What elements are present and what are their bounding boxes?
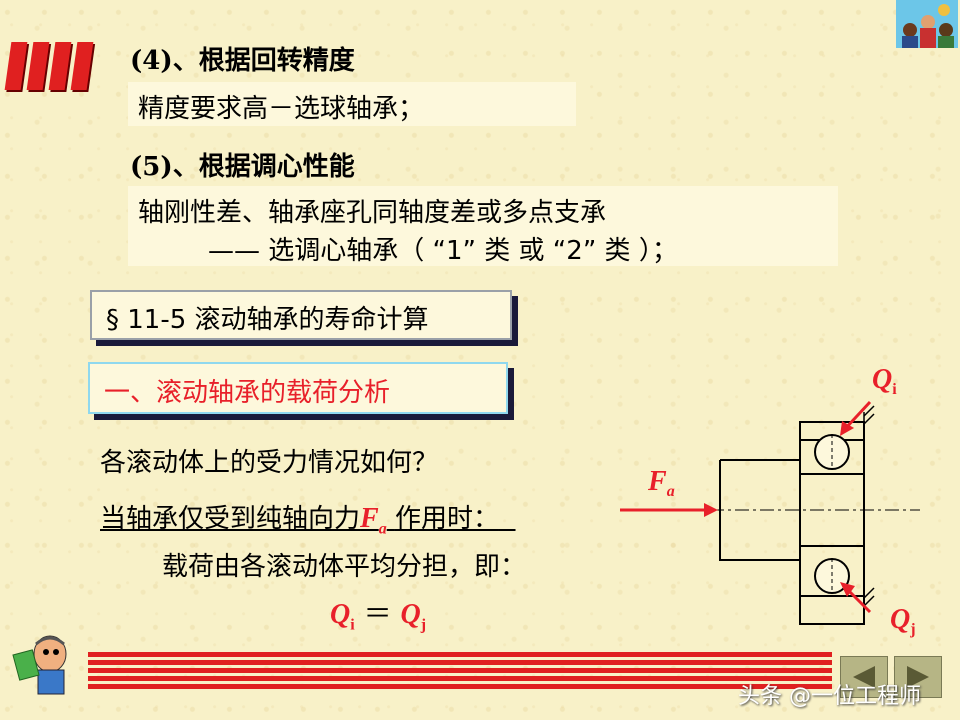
housing-outline (799, 421, 865, 625)
eq-right: Qj (400, 599, 427, 634)
eq-left-sub: i (350, 616, 355, 634)
distribution-text: 载荷由各滚动体平均分担，即： (162, 552, 527, 582)
nav-forward-button[interactable] (894, 656, 942, 698)
question-text: 各滚动体上的受力情况如何？ (100, 448, 439, 478)
heading-4: (4)、根据回转精度 (130, 40, 355, 77)
label-qj: Qj (890, 604, 916, 638)
label-qi: Qi (872, 364, 897, 398)
heading-5-text: (5)、根据调心性能 (130, 152, 355, 182)
eq-sign: ＝ (363, 597, 392, 630)
subsection-title: 一、滚动轴承的载荷分析 (104, 378, 391, 408)
line-5a: 轴刚性差、轴承座孔同轴度差或多点支承 (138, 198, 607, 228)
eq-right-sub: j (420, 616, 427, 634)
bottom-bars (88, 652, 832, 692)
nav-forward-icon (907, 666, 929, 688)
people-group-icon (896, 0, 958, 48)
section-title: § 11-5 滚动轴承的寿命计算 (106, 305, 429, 335)
heading-4-text: (4)、根据回转精度 (130, 46, 355, 76)
force-symbol-text: F (360, 503, 379, 534)
bearing-diagram: Qi Fa Qj (620, 364, 920, 638)
force-symbol: Fa (360, 503, 387, 538)
subsection-title-box: 一、滚动轴承的载荷分析 (88, 362, 508, 414)
line-5b: —— 选调心轴承（ “1” 类 或 “2” 类 ）； (208, 236, 678, 266)
line-4: 精度要求高－选球轴承； (138, 94, 425, 124)
equation: Qi ＝ Qj (330, 592, 426, 635)
thinking-man-icon (10, 630, 80, 696)
highlight-5: 轴刚性差、轴承座孔同轴度差或多点支承 —— 选调心轴承（ “1” 类 或 “2”… (128, 186, 838, 266)
nav-back-icon (853, 666, 875, 688)
watermark: 头条 @一位工程师 (738, 684, 921, 709)
heading-5: (5)、根据调心性能 (130, 146, 355, 183)
label-fa: Fa (647, 466, 675, 500)
eq-right-q: Q (400, 599, 421, 630)
eq-left-q: Q (330, 599, 351, 630)
condition-pre: 当轴承仅受到纯轴向力 (100, 504, 361, 534)
section-title-box: § 11-5 滚动轴承的寿命计算 (90, 290, 512, 340)
nav-back-button[interactable] (840, 656, 888, 698)
stripe-decoration (0, 42, 108, 92)
condition-line: 当轴承仅受到纯轴向力Fa 作用时： (100, 498, 516, 539)
force-subscript: a (378, 520, 387, 538)
condition-post: 作用时： (394, 504, 499, 534)
eq-left: Qi (330, 599, 355, 634)
highlight-4: 精度要求高－选球轴承； (128, 82, 576, 126)
